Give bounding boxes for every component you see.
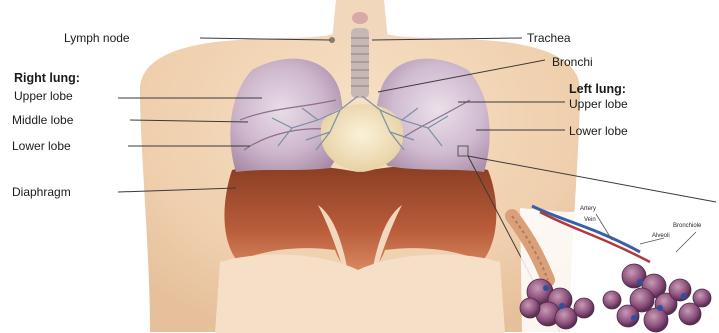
left-lower-lobe-label: Lower lobe	[569, 124, 628, 138]
trachea-label: Trachea	[527, 31, 571, 45]
lymph-node-label: Lymph node	[64, 31, 130, 45]
right-upper-lobe-label: Upper lobe	[14, 89, 73, 103]
larynx	[352, 12, 368, 24]
left-lung-heading: Left lung:	[569, 82, 626, 96]
diaphragm-label: Diaphragm	[12, 185, 71, 199]
middle-lobe-label: Middle lobe	[12, 113, 73, 127]
vein-label: Vein	[584, 217, 596, 224]
right-lung-heading: Right lung:	[14, 71, 80, 85]
alveoli-label: Alveoli	[652, 233, 670, 240]
bronchiole-label: Bronchiole	[673, 223, 701, 230]
bronchi-label: Bronchi	[552, 55, 593, 69]
artery-label: Artery	[580, 206, 596, 213]
right-lower-lobe-label: Lower lobe	[12, 139, 71, 153]
left-upper-lobe-label: Upper lobe	[569, 97, 628, 111]
